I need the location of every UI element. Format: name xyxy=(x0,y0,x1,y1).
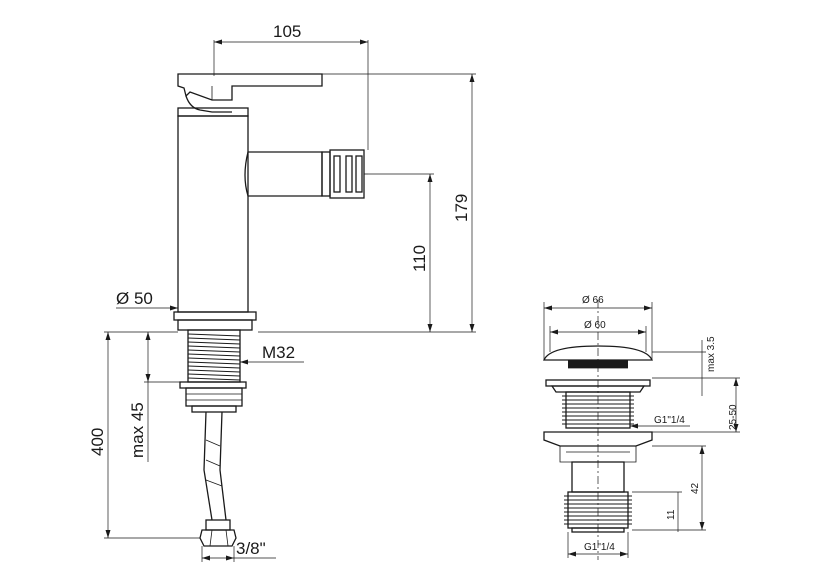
dim-spout-height: 110 xyxy=(368,173,434,332)
dim-total-height: 179 xyxy=(258,73,476,333)
waste-cap xyxy=(543,345,653,361)
dim-spout-reach: 105 xyxy=(213,22,369,150)
lever-handle xyxy=(177,73,323,101)
dim-cap-inner: Ø 60 xyxy=(549,320,647,352)
fixing-nut xyxy=(185,387,243,407)
aerator xyxy=(321,149,368,199)
label-total-height: 179 xyxy=(452,194,471,222)
label-lower-length: 42 xyxy=(690,482,701,494)
spout xyxy=(244,151,323,197)
threaded-shank xyxy=(187,329,241,383)
label-max-deck: max 45 xyxy=(128,402,147,458)
label-upper-thread: G1"1/4 xyxy=(654,415,685,426)
faucet-body xyxy=(177,115,249,313)
label-hose-length: 400 xyxy=(88,428,107,456)
waste-drawing: Ø 66 Ø 60 max 3.5 25-50 G1"1/4 xyxy=(543,295,740,560)
washer xyxy=(179,381,247,389)
label-hose-connection: 3/8" xyxy=(236,539,266,558)
dim-lower-length: 42 xyxy=(632,445,706,531)
label-cap-inner: Ø 60 xyxy=(584,320,606,331)
label-body-diameter: Ø 50 xyxy=(116,289,153,308)
dim-lower-thread: G1"1/4 xyxy=(567,532,629,558)
dim-hose-connection: 3/8" xyxy=(201,539,276,562)
flex-hose xyxy=(199,411,237,547)
dim-thread: M32 xyxy=(240,343,304,365)
label-clamp-range: 25-50 xyxy=(728,404,739,430)
label-spout-reach: 105 xyxy=(273,22,301,41)
label-cap-height: max 3.5 xyxy=(706,336,717,372)
base-flange xyxy=(173,311,257,321)
dim-thread-length: 11 xyxy=(632,491,682,532)
dim-cap-height: max 3.5 xyxy=(652,336,740,396)
faucet-drawing: 105 179 110 Ø 50 M32 xyxy=(88,22,476,562)
label-thread-length: 11 xyxy=(666,509,677,520)
dim-upper-thread: G1"1/4 xyxy=(630,415,690,429)
dim-clamp-range: 25-50 xyxy=(652,378,740,433)
dim-cap-outer: Ø 66 xyxy=(543,295,653,360)
label-spout-height: 110 xyxy=(410,245,429,272)
label-thread: M32 xyxy=(262,343,295,362)
label-lower-thread: G1"1/4 xyxy=(584,542,615,553)
dim-hose-length: 400 xyxy=(88,331,200,539)
dim-body-diameter: Ø 50 xyxy=(116,289,178,311)
dim-max-deck: max 45 xyxy=(128,331,182,462)
label-cap-outer: Ø 66 xyxy=(582,295,604,306)
